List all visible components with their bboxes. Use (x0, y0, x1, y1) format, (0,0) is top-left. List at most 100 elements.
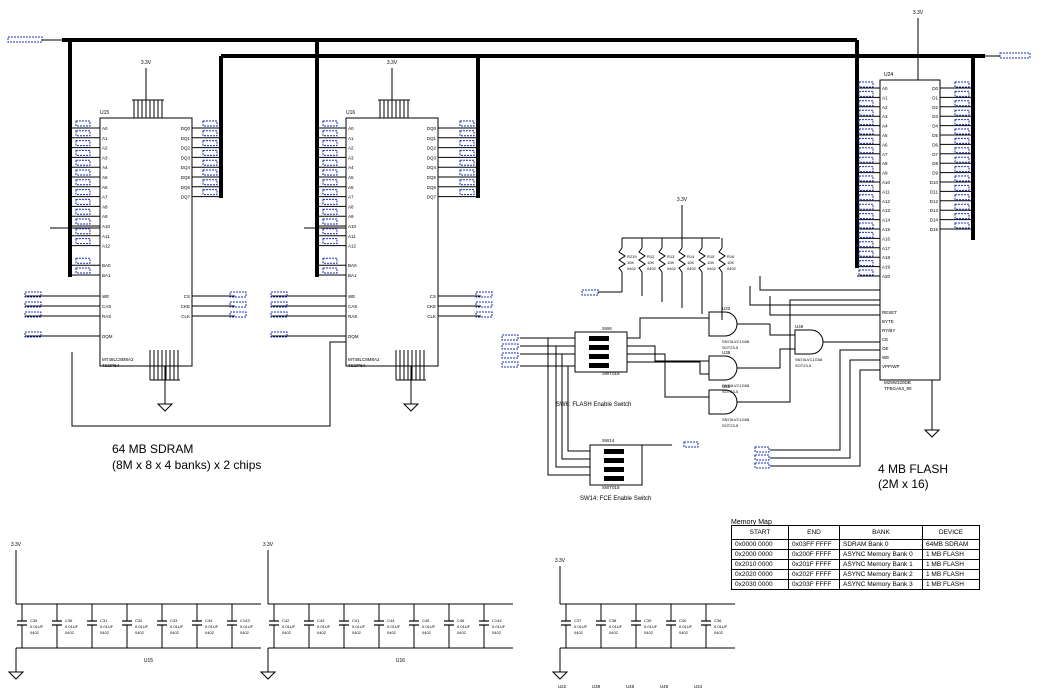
net-label-flag (858, 109, 874, 116)
pin-label: D12 (930, 199, 939, 204)
net-label-flag (459, 130, 475, 137)
net-label-flag (858, 184, 874, 191)
cap-ref: C41 (352, 618, 360, 623)
pin-label: DQ4 (181, 165, 191, 170)
mm-cell: 0x203F FFFF (788, 579, 840, 590)
net-label-flag (459, 189, 475, 196)
net-label-flag (858, 250, 874, 257)
net-label-flag (858, 119, 874, 126)
chip-ref-label: U24 (884, 72, 893, 78)
switch-toggle (604, 449, 624, 454)
net-label-flag (459, 140, 475, 147)
table-row: 0x2010 0000 0x201F FFFF ASYNC Memory Ban… (731, 559, 980, 570)
net-label-flag (501, 334, 519, 341)
net-label-flag (954, 194, 970, 201)
cap-package: 0402 (240, 630, 250, 635)
pin-label: A0 (882, 86, 888, 91)
net-label-flag (475, 301, 493, 308)
decoupling-ref: U24 (694, 684, 703, 689)
net-label-flag (858, 231, 874, 238)
pin-label: A0 (348, 126, 354, 131)
pin-label: D3 (932, 114, 938, 119)
cap-ref: C43 (317, 618, 325, 623)
resistor-symbol (718, 247, 726, 273)
cap-package: 0402 (387, 630, 397, 635)
ground-symbol (156, 403, 174, 412)
net-label-flag (229, 311, 247, 318)
mm-cell: 1 MB FLASH (922, 559, 980, 570)
pin-label: A13 (882, 208, 891, 213)
resistor-value: 10K (627, 260, 634, 265)
cap-value: 0.01UF (170, 624, 184, 629)
sdram-title-line1: 64 MB SDRAM (112, 442, 194, 456)
pin-label: A6 (882, 142, 888, 147)
net-label-flag (7, 36, 43, 43)
resistor-value: 10K (687, 260, 694, 265)
mm-cell: 0x03FF FFFF (788, 539, 840, 550)
ground-symbol (402, 403, 420, 412)
pin-label: A2 (348, 146, 354, 151)
net-label-flag (954, 128, 970, 135)
chip-package-label: TSOP54 (348, 363, 366, 368)
pin-label: DQ2 (181, 146, 191, 151)
pin-label: DQ1 (427, 136, 437, 141)
decoupling-ref: U22 (558, 684, 567, 689)
pin-label: A7 (882, 152, 888, 157)
net-label-flag (683, 441, 699, 448)
pin-label: A9 (882, 171, 888, 176)
cap-value: 0.01UF (240, 624, 254, 629)
pin-label: A6 (102, 185, 108, 190)
net-label-flag (322, 208, 338, 215)
net-label-flag (581, 289, 599, 296)
pin-label: DQ4 (427, 165, 437, 170)
resistor-ref: R15 (707, 254, 715, 259)
pin-label: A17 (882, 246, 891, 251)
cap-package: 0402 (100, 630, 110, 635)
net-label-flag (501, 361, 519, 368)
resistor-value: 10K (707, 260, 714, 265)
pin-label: DQ5 (181, 175, 191, 180)
vcc-label: 3.3V (677, 197, 688, 203)
switch-toggle (604, 476, 624, 481)
pin-label: DQ3 (181, 155, 191, 160)
cap-ref: C40 (679, 618, 687, 623)
net-label-flag (322, 238, 338, 245)
net-label-flag (24, 291, 42, 298)
pin-label: CKE (181, 304, 190, 309)
net-label-flag (954, 90, 970, 97)
pin-label: D9 (932, 171, 938, 176)
pin-label: DQ2 (427, 146, 437, 151)
cap-package: 0402 (65, 630, 75, 635)
net-label-flag (270, 301, 288, 308)
pin-label: CAS (102, 304, 111, 309)
switch-toggle (589, 363, 609, 368)
net-label-flag (322, 130, 338, 137)
net-label-flag (754, 446, 770, 453)
gate-package: SOT23-5 (722, 389, 739, 394)
net-label-flag (858, 241, 874, 248)
pin-label: D4 (932, 124, 938, 129)
net-label-flag (75, 179, 91, 186)
cap-value: 0.01UF (422, 624, 436, 629)
cap-value: 0.01UF (282, 624, 296, 629)
pin-label: DQM (102, 334, 113, 339)
pin-label: A4 (882, 124, 888, 129)
net-label-flag (858, 81, 874, 88)
cap-ref: C36 (714, 618, 722, 623)
chip-package-label: TFBGA63_90 (884, 386, 912, 391)
cap-group-label: U15 (144, 658, 153, 664)
cap-package: 0402 (609, 630, 619, 635)
pin-label: A8 (102, 204, 108, 209)
pin-label: CKE (427, 304, 436, 309)
cap-group-label: U16 (396, 658, 405, 664)
cap-package: 0402 (170, 630, 180, 635)
pin-label: A6 (348, 185, 354, 190)
net-label-flag (75, 120, 91, 127)
cap-ref: C31 (100, 618, 108, 623)
pin-label: A7 (348, 195, 354, 200)
pin-label: DQ7 (427, 195, 437, 200)
gate-package: SOT23-5 (722, 345, 739, 350)
net-label-flag (202, 149, 218, 156)
pin-label: CAS (348, 304, 357, 309)
net-label-flag (75, 159, 91, 166)
